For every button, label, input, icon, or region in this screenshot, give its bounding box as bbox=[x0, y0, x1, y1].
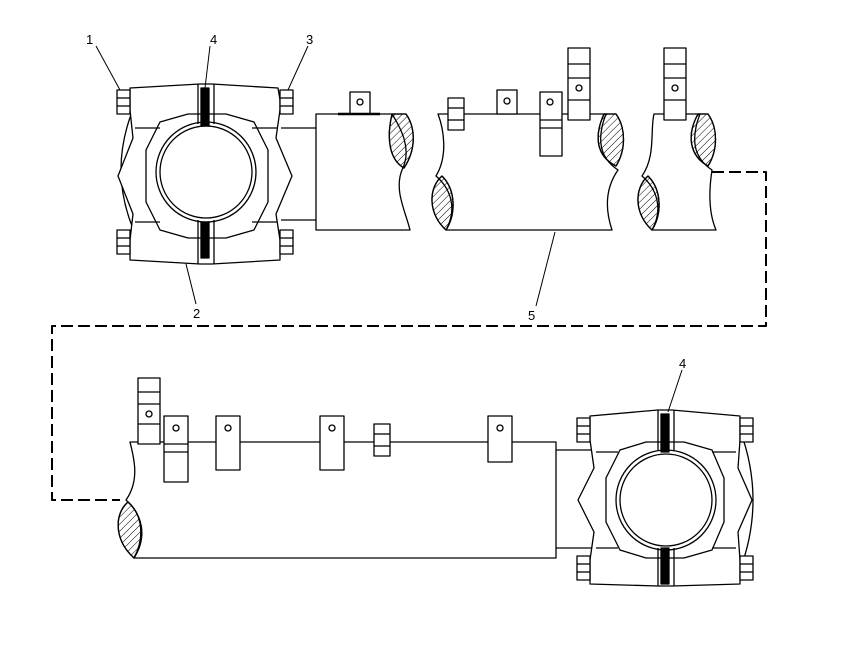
callout-4-bottom: 4 bbox=[679, 356, 686, 371]
bolt-nut bbox=[576, 555, 591, 581]
coupling-top-left bbox=[116, 83, 316, 265]
bolt-nut bbox=[279, 229, 294, 255]
pipe-segment-1 bbox=[315, 91, 414, 231]
bolt-nut bbox=[116, 89, 131, 115]
bolt-nut bbox=[739, 555, 754, 581]
gasket bbox=[660, 413, 670, 453]
continuation-line bbox=[51, 171, 767, 501]
gasket bbox=[660, 547, 670, 585]
bolt-nut bbox=[576, 417, 591, 443]
leader-lines bbox=[95, 45, 683, 413]
pipe-segment-3 bbox=[637, 47, 717, 231]
pipe-segment-bottom bbox=[117, 377, 592, 559]
callout-2: 2 bbox=[193, 306, 200, 321]
pipe-segment-2 bbox=[431, 47, 625, 231]
callout-3: 3 bbox=[306, 32, 313, 47]
bolt-nut bbox=[279, 89, 294, 115]
callout-5: 5 bbox=[528, 308, 535, 323]
gasket bbox=[200, 221, 210, 259]
gasket bbox=[200, 87, 210, 127]
callout-4-top: 4 bbox=[210, 32, 217, 47]
coupling-bottom-right bbox=[576, 409, 754, 587]
callout-1: 1 bbox=[86, 32, 93, 47]
bolt-nut bbox=[116, 229, 131, 255]
bolt-nut bbox=[739, 417, 754, 443]
